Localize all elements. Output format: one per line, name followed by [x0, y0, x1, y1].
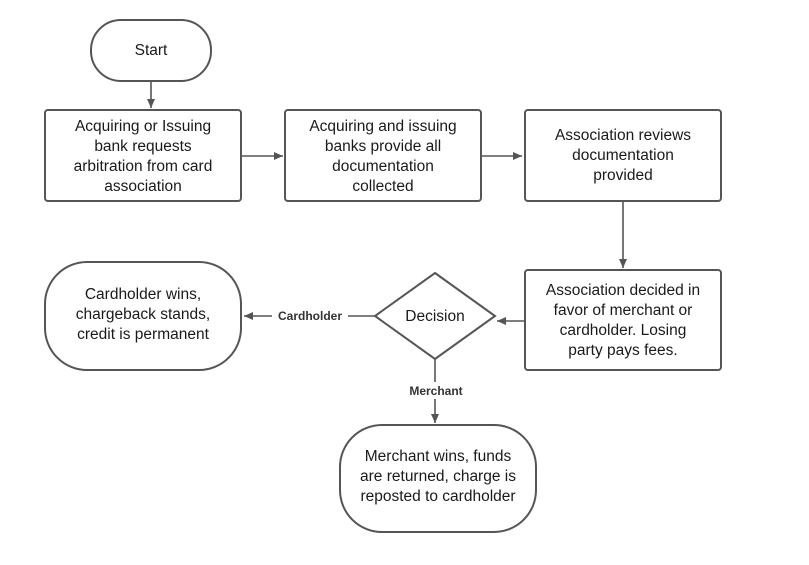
- node-text-line: Merchant wins, funds: [365, 448, 512, 465]
- node-cardholder-wins: Cardholder wins, chargeback stands, credit…: [44, 261, 242, 371]
- node-text-line: Association reviews: [555, 127, 691, 144]
- node-text-line: are returned, charge is: [360, 468, 516, 485]
- node-text-line: documentation: [572, 147, 674, 164]
- node-text-line: chargeback stands,: [76, 306, 210, 323]
- node-cardholder-wins-text: Cardholder wins, chargeback stands, credit…: [76, 286, 210, 343]
- node-association-decided-text: Association decided in favor of merchant …: [546, 282, 700, 359]
- node-text-line: Acquiring or Issuing: [75, 118, 211, 135]
- edge-label-merchant: Merchant: [409, 384, 462, 398]
- node-start: Start: [90, 19, 212, 82]
- node-request-arbitration: Acquiring or Issuing bank requests arbitra…: [44, 109, 242, 202]
- edge-labels: Cardholder Merchant: [272, 307, 468, 399]
- node-text-line: Cardholder wins,: [85, 286, 201, 303]
- node-text-line: provided: [593, 167, 652, 184]
- node-association-reviews-text: Association reviews documentation provided: [555, 127, 691, 184]
- node-text-line: association: [104, 178, 182, 195]
- node-decision-text: Decision: [405, 308, 464, 325]
- node-text-line: collected: [352, 178, 413, 195]
- node-text-line: cardholder. Losing: [560, 322, 687, 339]
- node-text-line: banks provide all: [325, 138, 441, 155]
- node-association-reviews: Association reviews documentation provided: [524, 109, 722, 202]
- node-provide-documentation: Acquiring and issuing banks provide all do…: [284, 109, 482, 202]
- node-provide-documentation-text: Acquiring and issuing banks provide all do…: [309, 118, 456, 195]
- node-text-line: favor of merchant or: [554, 302, 693, 319]
- node-text-line: Acquiring and issuing: [309, 118, 456, 135]
- node-decision: Decision: [373, 271, 497, 361]
- node-association-decided: Association decided in favor of merchant …: [524, 269, 722, 371]
- edge-label-cardholder: Cardholder: [278, 309, 342, 323]
- node-text-line: documentation: [332, 158, 434, 175]
- node-request-arbitration-text: Acquiring or Issuing bank requests arbitra…: [74, 118, 213, 195]
- node-text-line: Start: [135, 42, 168, 59]
- node-merchant-wins-text: Merchant wins, funds are returned, charge…: [360, 448, 516, 505]
- node-merchant-wins: Merchant wins, funds are returned, charge…: [339, 424, 537, 533]
- node-start-text: Start: [135, 42, 168, 59]
- node-text-line: bank requests: [94, 138, 192, 155]
- node-text-line: reposted to cardholder: [360, 488, 515, 505]
- node-text-line: credit is permanent: [77, 326, 210, 343]
- node-text-line: arbitration from card: [74, 158, 213, 175]
- node-text-line: Association decided in: [546, 282, 700, 299]
- node-text-line: party pays fees.: [568, 342, 677, 359]
- node-text-line: Decision: [405, 308, 464, 325]
